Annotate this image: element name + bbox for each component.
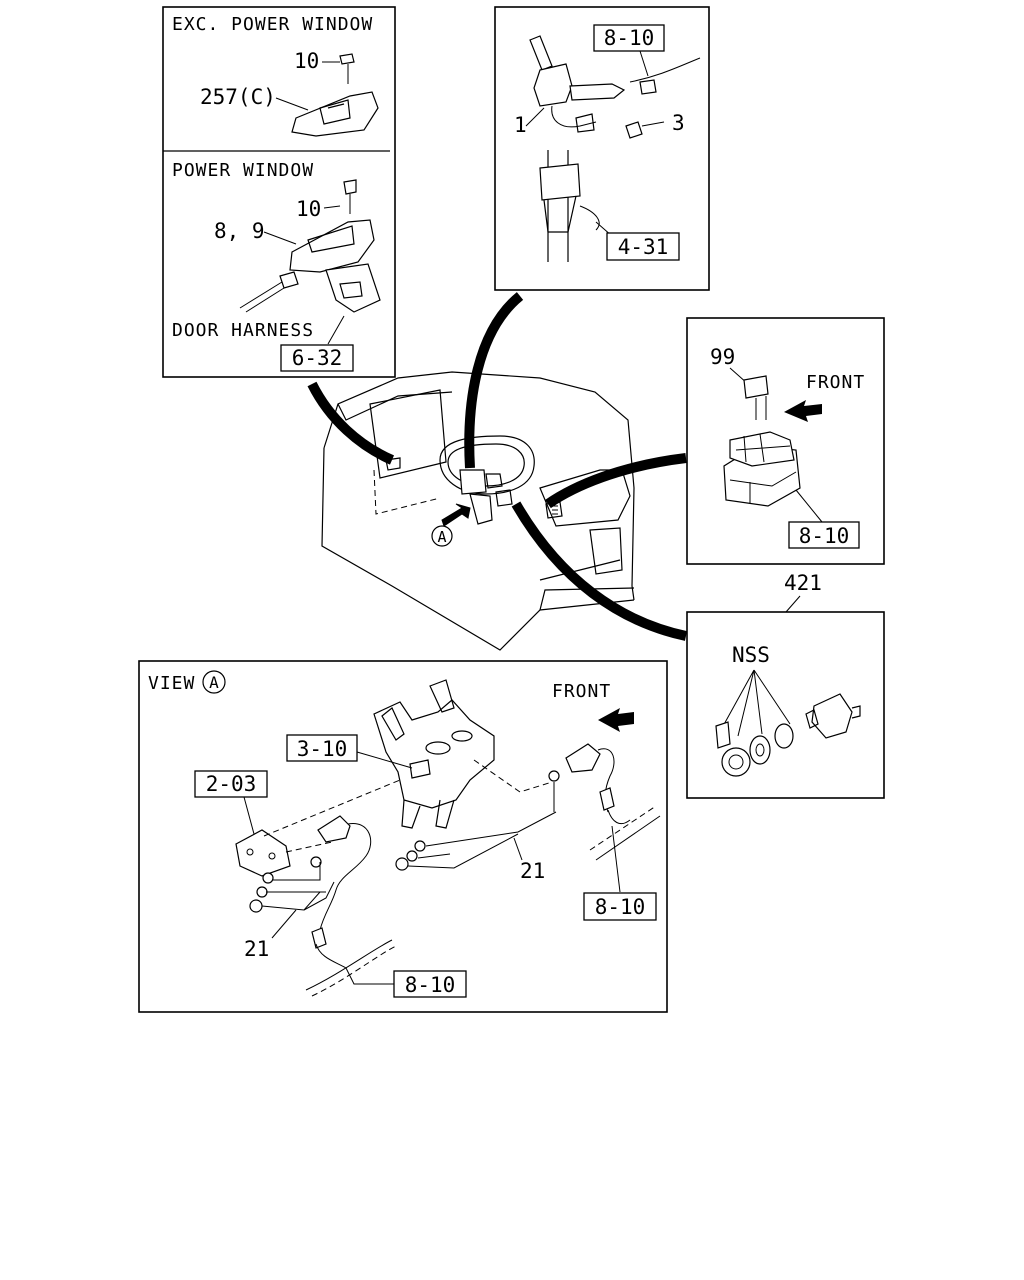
nss-part-no-421: 421 xyxy=(784,571,822,595)
panel-steering-switch: 8-10 1 3 4-31 xyxy=(494,6,710,291)
view-a-title: VIEW xyxy=(148,673,195,694)
view-a-front-label: FRONT xyxy=(552,681,611,702)
screw-label-top: 10 xyxy=(294,49,319,73)
nss-label: NSS xyxy=(732,643,770,667)
ref-8-10-bottom: 8-10 xyxy=(405,973,456,997)
ref-8-10-relay: 8-10 xyxy=(799,524,850,548)
panel-relay: 99 FRONT 8-10 xyxy=(686,317,885,565)
leader-arcs xyxy=(307,292,688,641)
switch-label-21-left: 21 xyxy=(244,937,269,961)
panel-window-switch: EXC. POWER WINDOW 10 257(C) POWER WINDOW… xyxy=(162,6,396,378)
ref-3-10: 3-10 xyxy=(297,737,348,761)
relay-front-label: FRONT xyxy=(806,372,865,393)
panel-view-a: VIEW A FRONT 3-10 2-03 21 xyxy=(138,660,668,1013)
panel-nss: 421 NSS xyxy=(686,571,885,799)
ref-4-31: 4-31 xyxy=(618,235,669,259)
switch-label-21-right: 21 xyxy=(520,859,545,883)
panel-label-257c: 257(C) xyxy=(200,85,276,109)
screw-label-3: 3 xyxy=(672,111,685,135)
ref-8-10-top: 8-10 xyxy=(604,26,655,50)
door-harness-label: DOOR HARNESS xyxy=(172,320,314,341)
dashboard-illustration: A xyxy=(321,371,635,651)
power-window-title: POWER WINDOW xyxy=(172,160,314,181)
switch-label-8-9: 8, 9 xyxy=(214,219,265,243)
switch-label-1: 1 xyxy=(514,113,527,137)
dash-view-marker: A xyxy=(437,528,446,546)
relay-label-99: 99 xyxy=(710,345,735,369)
ref-6-32: 6-32 xyxy=(292,346,343,370)
ref-8-10-right: 8-10 xyxy=(595,895,646,919)
ref-2-03: 2-03 xyxy=(206,772,257,796)
view-a-marker: A xyxy=(209,673,219,692)
screw-label-mid: 10 xyxy=(296,197,321,221)
exc-power-window-title: EXC. POWER WINDOW xyxy=(172,14,373,35)
